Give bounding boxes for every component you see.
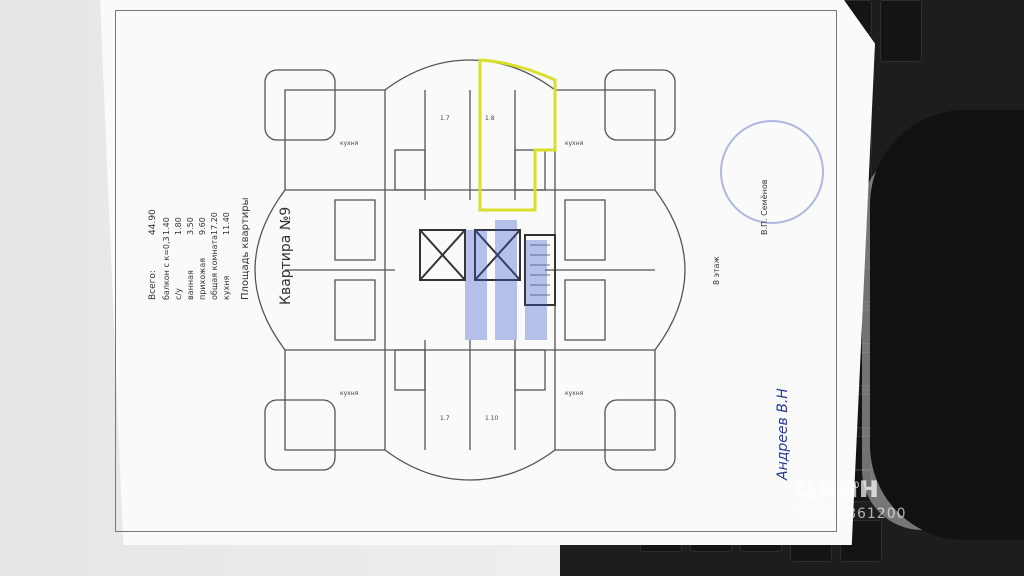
paper-sheet xyxy=(100,0,875,545)
key xyxy=(880,0,922,62)
room-value: 1.80 xyxy=(174,217,183,235)
room-label: общая комната xyxy=(210,234,219,300)
document-frame xyxy=(115,10,837,532)
total-label: Всего: xyxy=(148,270,158,300)
cian-id-watermark: ID 313861200 xyxy=(795,506,907,522)
room-value: 11.40 xyxy=(222,212,231,235)
stamp xyxy=(720,120,824,224)
svg-text:кухня: кухня xyxy=(340,140,359,147)
area-heading: Площадь квартиры xyxy=(240,197,251,300)
signer-initials: В.П. Семёнов xyxy=(760,179,769,235)
room-label: ванная xyxy=(186,270,195,300)
room-label: кухня xyxy=(222,275,231,300)
floor-subtitle: 8 этаж xyxy=(712,256,721,285)
svg-text:1.7: 1.7 xyxy=(440,415,450,422)
room-value: 9.60 xyxy=(198,217,207,235)
floor-plan: кухня кухня кухня кухня 1.8 1.7 1.10 1.7 xyxy=(254,58,686,481)
signature: Андреев В.Н xyxy=(775,388,791,480)
room-label: прихожая xyxy=(198,257,207,300)
apartment-title: Квартира №9 xyxy=(278,206,294,305)
svg-text:1.10: 1.10 xyxy=(485,415,499,422)
room-value: 1.40 xyxy=(162,217,171,235)
svg-text:1.8: 1.8 xyxy=(485,115,495,122)
svg-text:кухня: кухня xyxy=(565,390,584,397)
room-label: балкон с к=0,3 xyxy=(162,236,171,300)
room-value: 3.50 xyxy=(186,217,195,235)
watermark-logo xyxy=(465,220,547,340)
room-value: 17.20 xyxy=(210,212,219,235)
svg-text:кухня: кухня xyxy=(565,140,584,147)
svg-text:кухня: кухня xyxy=(340,390,359,397)
svg-text:1.7: 1.7 xyxy=(440,115,450,122)
total-value: 44.90 xyxy=(148,209,158,235)
cian-watermark: циан xyxy=(795,470,880,505)
mouse xyxy=(870,110,1024,540)
room-label: с/у xyxy=(174,288,183,300)
